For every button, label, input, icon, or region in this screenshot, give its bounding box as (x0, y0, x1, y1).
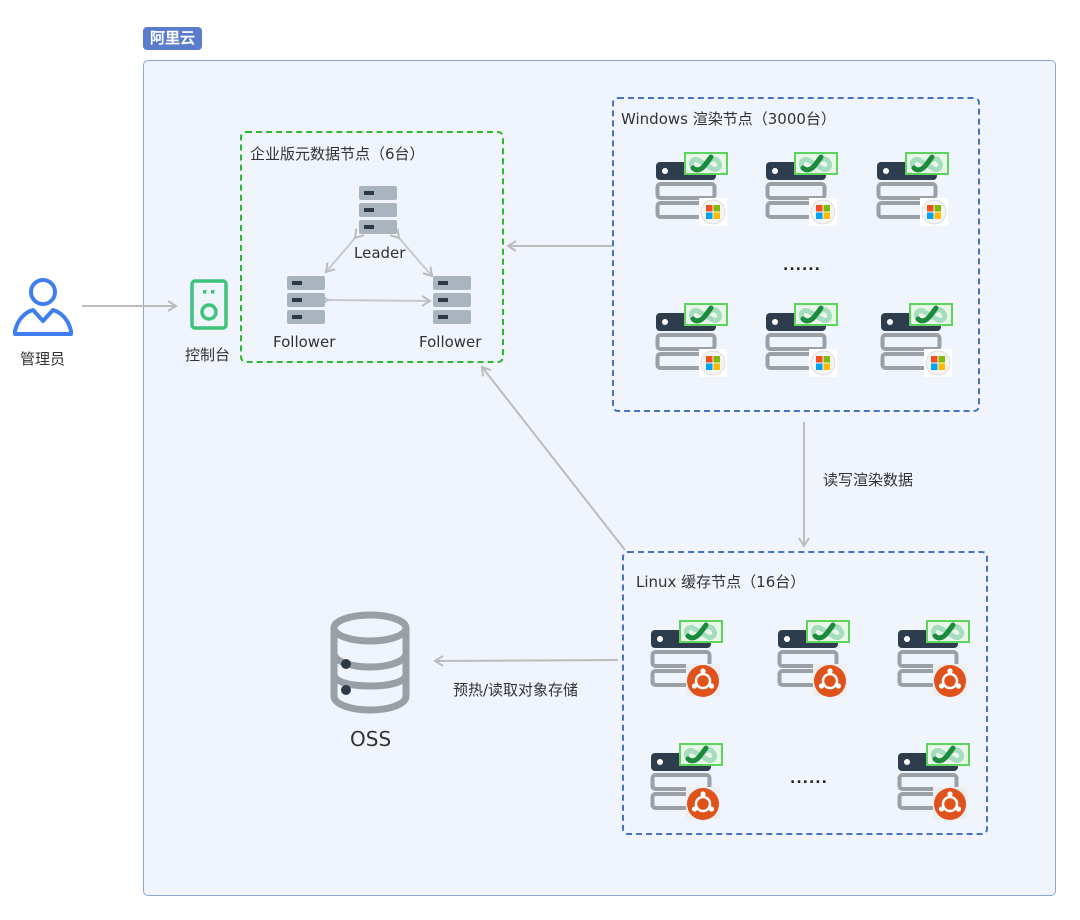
raft-link-follower-follower (319, 294, 432, 307)
linux-cache-node (650, 620, 723, 697)
windows-logo-icon (809, 349, 837, 377)
windows-logo-icon (924, 349, 952, 377)
console-label: 控制台 (185, 346, 231, 364)
metadata-cluster-title: 企业版元数据节点（6台） (250, 145, 425, 163)
oss-io-label: 预热/读取对象存储 (453, 681, 579, 699)
windows-render-node (655, 303, 728, 377)
arrow-linux-to-oss (433, 655, 619, 667)
windows-logo-icon (699, 349, 727, 377)
database-icon (330, 611, 410, 714)
windows-render-node (880, 303, 953, 377)
windows-render-node (765, 152, 838, 226)
windows-cluster-title: Windows 渲染节点（3000台） (621, 110, 836, 128)
user-icon (13, 278, 73, 336)
juicefs-infinity-icon (679, 743, 723, 766)
server-icon (359, 186, 397, 234)
windows-ellipsis: ...... (783, 258, 821, 274)
admin-label: 管理员 (20, 350, 66, 368)
juicefs-infinity-icon (794, 303, 838, 326)
ubuntu-logo-icon (933, 664, 967, 697)
juicefs-infinity-icon (905, 152, 949, 175)
linux-cache-node (650, 743, 723, 820)
windows-cluster-box (612, 97, 980, 412)
windows-logo-icon (809, 198, 837, 226)
server-icon (287, 276, 325, 324)
linux-cluster-box (622, 551, 988, 835)
juicefs-infinity-icon (684, 303, 728, 326)
node-role-label: Follower (419, 333, 482, 351)
raft-link-leader-follower-right (389, 228, 434, 278)
juicefs-infinity-icon (926, 743, 970, 766)
raft-link-leader-follower-left (324, 228, 365, 274)
juicefs-infinity-icon (926, 620, 970, 643)
render-io-label: 读写渲染数据 (823, 471, 914, 489)
juicefs-infinity-icon (806, 620, 850, 643)
linux-ellipsis: ...... (790, 771, 828, 787)
linux-cache-node (777, 620, 850, 697)
cloud-provider-tag: 阿里云 (143, 27, 203, 50)
console-icon[interactable] (189, 279, 229, 331)
ubuntu-logo-icon (933, 787, 967, 820)
ubuntu-logo-icon (813, 664, 847, 697)
linux-cache-node (897, 743, 970, 820)
node-role-label: Leader (354, 244, 406, 262)
juicefs-infinity-icon (684, 152, 728, 175)
node-role-label: Follower (273, 333, 336, 351)
windows-render-node (655, 152, 728, 226)
linux-cache-node (897, 620, 970, 697)
linux-cluster-title: Linux 缓存节点（16台） (636, 573, 806, 591)
windows-render-node (876, 152, 949, 226)
metadata-cluster-box (240, 131, 504, 363)
ubuntu-logo-icon (686, 664, 720, 697)
juicefs-infinity-icon (909, 303, 953, 326)
juicefs-infinity-icon (794, 152, 838, 175)
arrow-linux-to-metadata (480, 365, 626, 551)
windows-render-node (765, 303, 838, 377)
ubuntu-logo-icon (686, 787, 720, 820)
windows-logo-icon (920, 198, 948, 226)
server-icon (433, 276, 471, 324)
oss-label: OSS (350, 727, 392, 751)
juicefs-infinity-icon (679, 620, 723, 643)
windows-logo-icon (699, 198, 727, 226)
